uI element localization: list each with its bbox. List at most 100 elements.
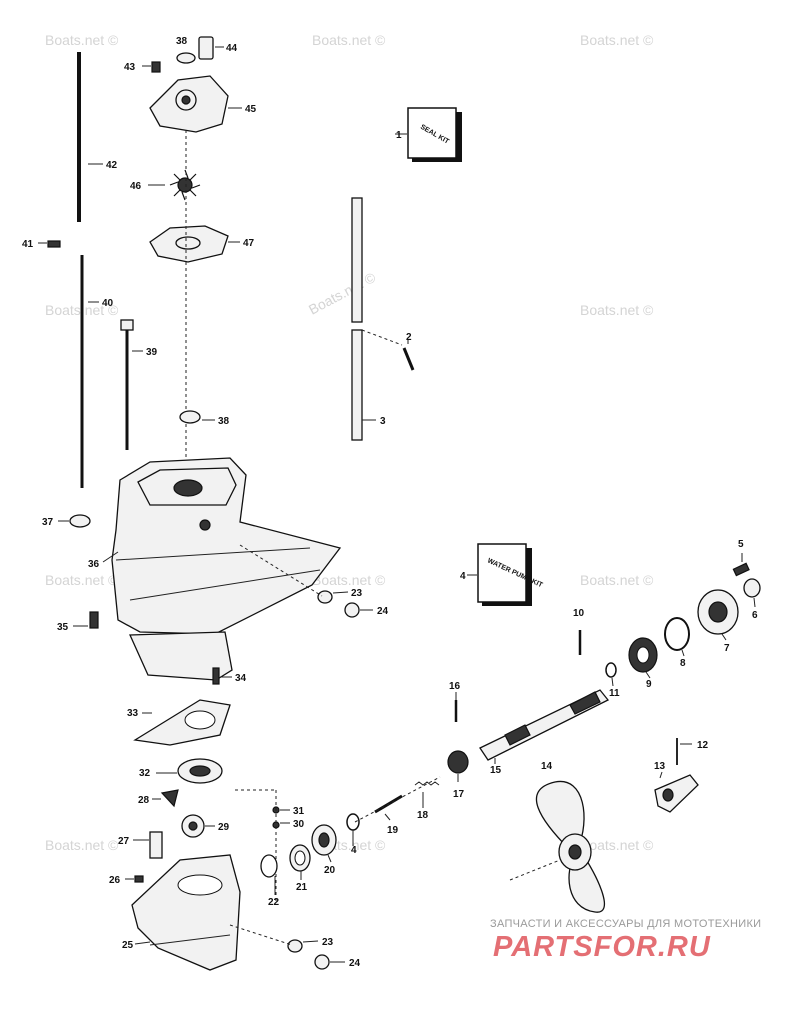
callout-20: 20 <box>324 865 336 876</box>
watermark: Boats.net © <box>580 302 654 318</box>
brand-tagline: ЗАПЧАСТИ И АКСЕССУАРЫ ДЛЯ МОТОТЕХНИКИ <box>490 918 762 930</box>
lower-gearcase-25 <box>131 854 241 971</box>
callout-18: 18 <box>417 810 429 821</box>
brand-logo: PARTSFOR.RU <box>493 931 711 963</box>
watermarks: Boats.net © Boats.net © Boats.net © Boat… <box>45 32 654 853</box>
driveshaft-3 <box>351 329 363 441</box>
watermark: Boats.net © <box>312 572 386 588</box>
water-pump-kit-box: WATER PUMP KIT <box>467 543 544 606</box>
callout-21: 21 <box>296 882 308 893</box>
callout-10: 10 <box>573 608 585 619</box>
callout-42: 42 <box>106 160 118 171</box>
callout-7: 7 <box>724 643 730 654</box>
rod-head-39 <box>120 319 134 331</box>
washer-23-lower <box>287 939 303 953</box>
callout-9: 9 <box>646 679 652 690</box>
water-pump-group <box>38 36 242 528</box>
pinion-gear-29 <box>181 814 205 838</box>
watermark: Boats.net © <box>580 32 654 48</box>
callout-38: 38 <box>218 416 230 427</box>
watermark: Boats.net © <box>580 572 654 588</box>
callout-34: 34 <box>235 673 247 684</box>
callout-25: 25 <box>122 940 134 951</box>
watermark: Boats.net © <box>312 32 386 48</box>
watermark: Boats.net © <box>580 837 654 853</box>
callout-1: 1 <box>396 130 402 141</box>
bearing-housing-7 <box>697 589 739 635</box>
callout-35: 35 <box>57 622 69 633</box>
driveshaft-group <box>351 197 415 441</box>
callout-24-lower: 24 <box>349 958 361 969</box>
gearcase-skeg <box>129 631 233 681</box>
prop-nut-13 <box>654 774 699 813</box>
callout-41: 41 <box>22 239 34 250</box>
callout-39: 39 <box>146 347 158 358</box>
gasket-33 <box>133 699 231 746</box>
callout-33: 33 <box>127 708 139 719</box>
washer-37 <box>69 514 91 528</box>
callout-27: 27 <box>118 836 130 847</box>
callout-45: 45 <box>245 104 257 115</box>
o-ring-8 <box>664 617 690 651</box>
callout-15: 15 <box>490 765 502 776</box>
grommet-44 <box>198 36 214 60</box>
watermark: Boats.net © <box>306 269 379 318</box>
stud-34 <box>212 667 220 685</box>
seal-38-top <box>176 52 196 64</box>
bearing-32 <box>156 758 223 784</box>
callout-numbers: 1 2 3 4 4 5 6 7 8 9 10 11 12 13 14 15 16… <box>22 36 758 969</box>
callout-24: 24 <box>377 606 389 617</box>
spring-18 <box>414 781 440 786</box>
callout-5: 5 <box>738 539 744 550</box>
screw-5 <box>732 562 750 577</box>
clip-28 <box>160 789 179 808</box>
callout-40: 40 <box>102 298 114 309</box>
washer-23 <box>317 590 333 604</box>
washer-6 <box>743 578 761 598</box>
screw-43 <box>151 61 161 73</box>
watermark: Boats.net © <box>45 837 119 853</box>
gearcase-upper <box>73 457 373 685</box>
callout-37: 37 <box>42 517 54 528</box>
callout-38-top: 38 <box>176 36 188 47</box>
callout-22: 22 <box>268 897 280 908</box>
callout-26: 26 <box>109 875 121 886</box>
callout-17: 17 <box>453 789 465 800</box>
callout-4-lower: 4 <box>351 845 357 856</box>
callout-47: 47 <box>243 238 255 249</box>
bolt-35 <box>89 611 99 629</box>
retaining-ring-4 <box>346 813 360 831</box>
callout-2: 2 <box>406 332 412 343</box>
screw-41 <box>47 240 61 248</box>
callout-12: 12 <box>697 740 709 751</box>
callout-3: 3 <box>380 416 386 427</box>
callout-30: 30 <box>293 819 305 830</box>
callout-6: 6 <box>752 610 758 621</box>
callout-28: 28 <box>138 795 150 806</box>
impeller-46 <box>169 169 201 201</box>
callout-14: 14 <box>541 761 553 772</box>
screw-24-lower <box>314 954 330 970</box>
callout-46: 46 <box>130 181 142 192</box>
shift-lever-27 <box>149 831 163 859</box>
watermark: Boats.net © <box>45 32 119 48</box>
callout-16: 16 <box>449 681 461 692</box>
seal-kit-box: SEAL KIT <box>395 107 462 162</box>
propeller-14 <box>509 780 606 913</box>
pin-2 <box>402 347 415 371</box>
callout-43: 43 <box>124 62 136 73</box>
callout-4: 4 <box>460 571 466 582</box>
thrust-washer-22 <box>260 854 278 878</box>
ring-11 <box>605 662 617 678</box>
callout-31: 31 <box>293 806 305 817</box>
screw-24 <box>344 602 360 618</box>
callout-44: 44 <box>226 43 238 54</box>
pin-26 <box>134 875 144 883</box>
callout-29: 29 <box>218 822 230 833</box>
callout-13: 13 <box>654 761 666 772</box>
seal-38 <box>179 410 201 424</box>
reverse-gear-9 <box>628 637 658 673</box>
forward-gear-20 <box>311 824 337 856</box>
callout-32: 32 <box>139 768 151 779</box>
